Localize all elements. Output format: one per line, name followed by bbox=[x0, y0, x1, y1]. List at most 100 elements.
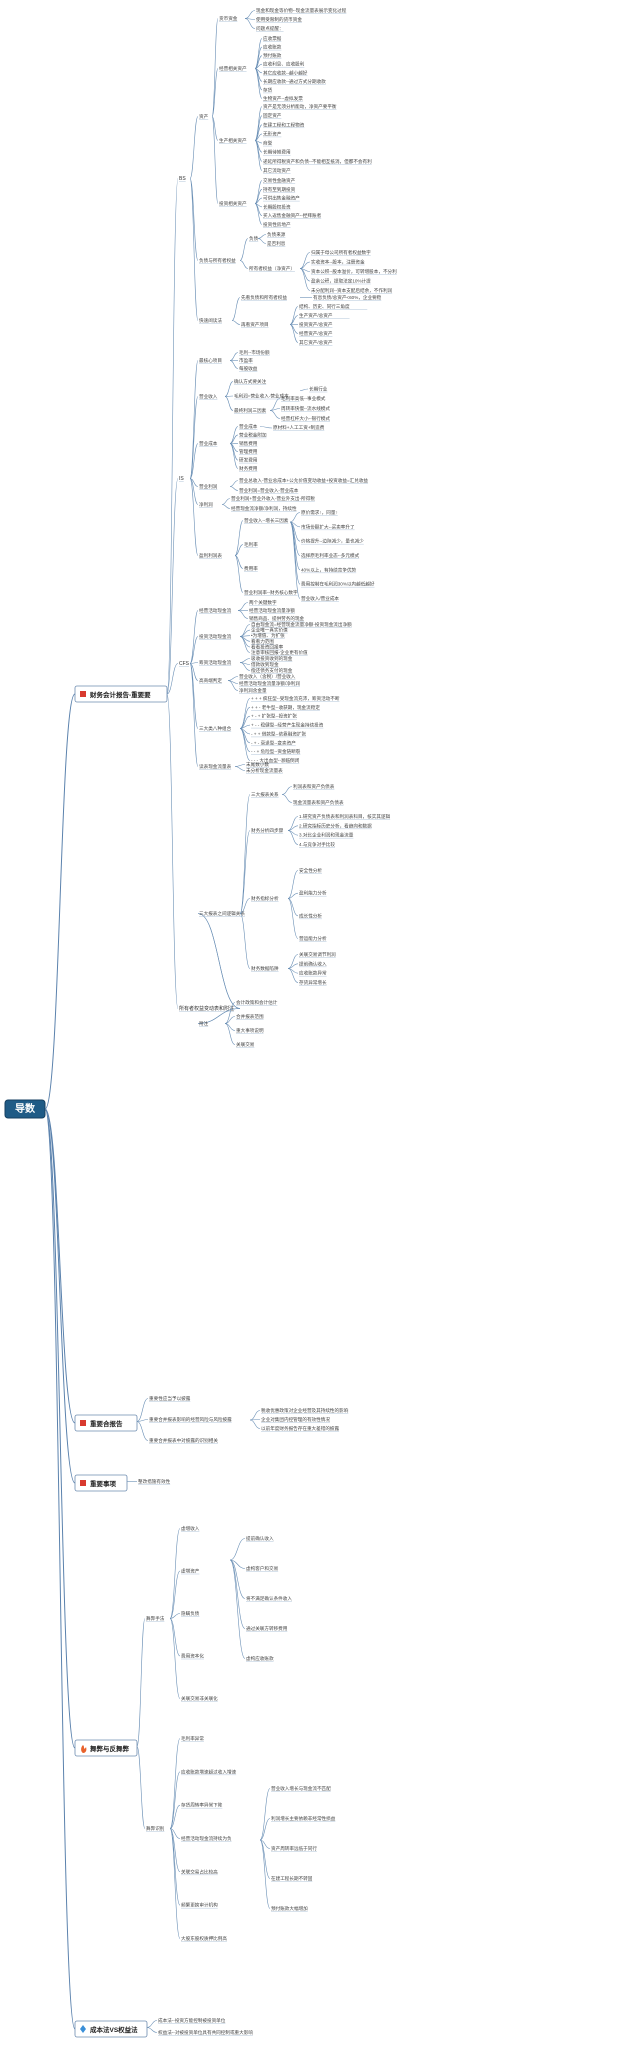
bs-group-2[interactable]: 快速阅读法 bbox=[199, 317, 222, 324]
note-1[interactable]: 合并报表范围 bbox=[236, 1013, 264, 1020]
liab-item-1[interactable]: 是否利息 bbox=[267, 240, 286, 247]
investment-item-3[interactable]: 长期股权投资 bbox=[263, 203, 291, 210]
net-profit-item-1[interactable]: 经营现金流净额/净利润，持续性 bbox=[231, 505, 297, 512]
cfs-operating-0[interactable]: 两个关键数字 bbox=[249, 599, 277, 606]
revenue-sub-2[interactable]: 周转率快慢--流水线模式 bbox=[281, 405, 330, 412]
cfs-financing-2[interactable]: 偿还债务支付的现金 bbox=[251, 667, 293, 674]
grow-item-0[interactable]: 营业收入--增长三因素 bbox=[244, 517, 289, 524]
grow-sub-1[interactable]: 市场份额扩大--买卖率升了 bbox=[301, 523, 355, 530]
liab-equity-0[interactable]: 负债 bbox=[249, 235, 259, 242]
is-group-1[interactable]: 营业收入 bbox=[199, 393, 218, 400]
investment-item-5[interactable]: 投资性房地产 bbox=[263, 221, 291, 228]
fraud-detect-sub-3[interactable]: 在建工程长期不转固 bbox=[271, 1875, 313, 1882]
operating-item-2[interactable]: 预付账款 bbox=[263, 52, 282, 59]
operating-item-7[interactable]: 生物资产--虚拟发票 bbox=[263, 95, 303, 102]
profit-item-0[interactable]: 营业总收入-营业总成本+公允价值变动收益+投资收益=汇兑收益 bbox=[239, 477, 368, 484]
b2-item-0[interactable]: 重要性应当予以披露 bbox=[149, 1395, 191, 1402]
note-3[interactable]: 关联交易 bbox=[236, 1041, 255, 1048]
cost-item-4[interactable]: 研发费用 bbox=[239, 457, 258, 464]
investment-item-4[interactable]: 买入返售金融资产--捏拜账者 bbox=[263, 212, 322, 219]
b5-item-1[interactable]: 权益法--对被投资单位具有共同控制或重大影响 bbox=[158, 2029, 253, 2036]
cost-item-2[interactable]: 销售费用 bbox=[239, 440, 258, 447]
core-item-1[interactable]: 市盈率 bbox=[239, 357, 253, 364]
en-group-1[interactable]: 附注 bbox=[199, 1020, 209, 1027]
operating-item-1[interactable]: 应收账款 bbox=[263, 44, 282, 51]
cash-item-1[interactable]: 使用受限制的货币资金 bbox=[256, 16, 302, 23]
cfs-high-end-1[interactable]: 经营活动现金流量净额/净利润 bbox=[239, 680, 300, 687]
relation-3[interactable]: 财务数据陷阱 bbox=[251, 965, 279, 972]
grow-item-3[interactable]: 营业利润率--财务核心数字 bbox=[244, 589, 298, 596]
operating-item-4[interactable]: 其它应收款--越小越好 bbox=[263, 69, 308, 76]
branch-financial-report[interactable]: 财务会计报告-重要要 bbox=[74, 685, 168, 703]
fraud-detect-5[interactable]: 频繁更换审计机构 bbox=[181, 1902, 218, 1909]
fraud-method-sub-3[interactable]: 通过关联方转移费用 bbox=[246, 1625, 288, 1632]
is-group-2[interactable]: 营业成本 bbox=[199, 440, 218, 447]
production-item-1[interactable]: 固定资产 bbox=[263, 112, 282, 119]
operating-item-6[interactable]: 存货 bbox=[263, 86, 273, 93]
b1-sub-0[interactable]: BS bbox=[179, 176, 186, 182]
operating-item-5[interactable]: 长期应收款--通过方式分期收款 bbox=[263, 78, 326, 85]
branch-cost-vs-equity[interactable]: 成本法VS权益法 bbox=[74, 2020, 148, 2038]
grow-sub-2[interactable]: 价格提升--边际减少，量也减少 bbox=[301, 538, 364, 545]
b2-sub-1[interactable]: 企业对集团内控管理的有效性情况 bbox=[261, 1416, 330, 1423]
production-item-4[interactable]: 商誉 bbox=[263, 140, 273, 147]
cfs-operating-1[interactable]: 经营活动现金流量净额 bbox=[249, 607, 295, 614]
fraud-method-sub-4[interactable]: 虚构应收账款 bbox=[246, 1655, 274, 1662]
asset-type-0[interactable]: 货币资金 bbox=[219, 15, 238, 22]
grow-sub-5[interactable]: 费用控制在毛利润30%以内越低越好 bbox=[301, 581, 375, 588]
fraud-detect-6[interactable]: 大股东股权质押比例高 bbox=[181, 1935, 227, 1942]
grow-item-1[interactable]: 毛利率 bbox=[244, 541, 258, 548]
cfs-group-3[interactable]: 高商端判定 bbox=[199, 677, 222, 684]
indicator-0[interactable]: 安全性分析 bbox=[299, 867, 322, 874]
fraud-method-sub-2[interactable]: 将不满足确认条件收入 bbox=[246, 1595, 292, 1602]
cfs-read-0[interactable]: 末尾数小数 bbox=[246, 761, 269, 768]
fraud-detect-4[interactable]: 关联交易占比较高 bbox=[181, 1868, 218, 1875]
b2-item-1[interactable]: 重要合并报表影响的经营风险与风险披露 bbox=[149, 1416, 232, 1423]
liab-item-0[interactable]: 负债来源 bbox=[267, 231, 286, 238]
relation-2[interactable]: 财务指标分析 bbox=[251, 895, 279, 902]
quick-read-sub-3[interactable]: 投资资产/总资产 bbox=[299, 321, 333, 328]
branch-fraud[interactable]: 舞弊与反舞弊 bbox=[74, 1739, 138, 1757]
bs-group-0[interactable]: 资产 bbox=[199, 113, 209, 120]
indicator-3[interactable]: 营运能力分析 bbox=[299, 935, 327, 942]
is-group-5[interactable]: 盈利利润表 bbox=[199, 552, 222, 559]
cfs-combo-1[interactable]: + + - 老牛型--收获期，现金流稳定 bbox=[251, 704, 320, 711]
cfs-group-0[interactable]: 经营活动现金流 bbox=[199, 607, 232, 614]
production-item-6[interactable]: 递延所得税资产和负债--不能相互抵消，但都不会有利 bbox=[263, 158, 372, 165]
step-2[interactable]: 3.对比企业利润和现金流量 bbox=[299, 832, 354, 839]
cfs-combo-0[interactable]: + + + 疯狂型--受现金流充沛，筹资活动不断 bbox=[251, 695, 340, 702]
production-item-3[interactable]: 无形资产 bbox=[263, 130, 282, 137]
cfs-combo-7[interactable]: - - - 大出血型--濒临倒闭 bbox=[251, 757, 300, 764]
note-2[interactable]: 重大事项说明 bbox=[236, 1027, 264, 1034]
fraud-detect-1[interactable]: 应收账款增速超过收入增速 bbox=[181, 1768, 237, 1775]
equity-item-4[interactable]: 未分配利润--资本支配后结余，不作利润 bbox=[311, 287, 393, 294]
fraud-method-sub-0[interactable]: 提前确认收入 bbox=[246, 1535, 274, 1542]
root-node[interactable]: 导数 bbox=[4, 1099, 46, 1119]
production-item-0[interactable]: 资产是无须分析能动，净资产要平衡 bbox=[263, 103, 337, 110]
fraud-detect-2[interactable]: 存货周转率异常下降 bbox=[181, 1802, 223, 1809]
equity-item-1[interactable]: 实收资本--股本，注册资金 bbox=[311, 259, 365, 266]
core-item-2[interactable]: 每股收益 bbox=[239, 365, 258, 372]
cfs-investing-5[interactable]: 注意审核回报-企业更有价值 bbox=[251, 649, 308, 656]
cfs-high-end-2[interactable]: 净利润含金量 bbox=[239, 687, 267, 694]
quick-read-sub-5[interactable]: 其它资产/总资产 bbox=[299, 339, 333, 346]
investment-item-2[interactable]: 可供出售金融资产 bbox=[263, 195, 300, 202]
fraud-method-0[interactable]: 虚增收入 bbox=[181, 1525, 200, 1532]
step-1[interactable]: 2.研究指标历史分析，看趋向和数据 bbox=[299, 822, 372, 829]
step-3[interactable]: 4.与竞争对手比较 bbox=[299, 841, 335, 848]
cfs-combo-3[interactable]: + - - 稳健型--经营产生现金持续投资 bbox=[251, 722, 324, 729]
equity-item-3[interactable]: 盈余公积，提取法定10%计提 bbox=[311, 278, 371, 285]
b1-sub-1[interactable]: IS bbox=[179, 476, 184, 482]
cost-item-0[interactable]: 营业成本 bbox=[239, 423, 258, 430]
cfs-combo-2[interactable]: + - + 扩张型--投资扩张 bbox=[251, 713, 297, 720]
quick-read-sub-4[interactable]: 经营资产/总资产 bbox=[299, 330, 333, 337]
asset-type-2[interactable]: 生产相关资产 bbox=[219, 137, 247, 144]
b4-group-0[interactable]: 舞弊手法 bbox=[146, 1615, 165, 1622]
equity-item-2[interactable]: 资本公积--股本溢价，可转增股本，不分利 bbox=[311, 268, 397, 275]
fraud-detect-sub-2[interactable]: 资产周转率远低于同行 bbox=[271, 1845, 317, 1852]
trap-1[interactable]: 提前确认收入 bbox=[299, 960, 327, 967]
net-profit-item-0[interactable]: 营业利润+营业外收入-营业外支出-所得税 bbox=[231, 495, 315, 502]
fraud-detect-sub-0[interactable]: 营业收入增长与现金流不匹配 bbox=[271, 1785, 331, 1792]
core-item-0[interactable]: 毛利--市场份额 bbox=[239, 349, 270, 356]
quick-read-sub-2[interactable]: 生产资产/总资产 bbox=[299, 312, 333, 319]
